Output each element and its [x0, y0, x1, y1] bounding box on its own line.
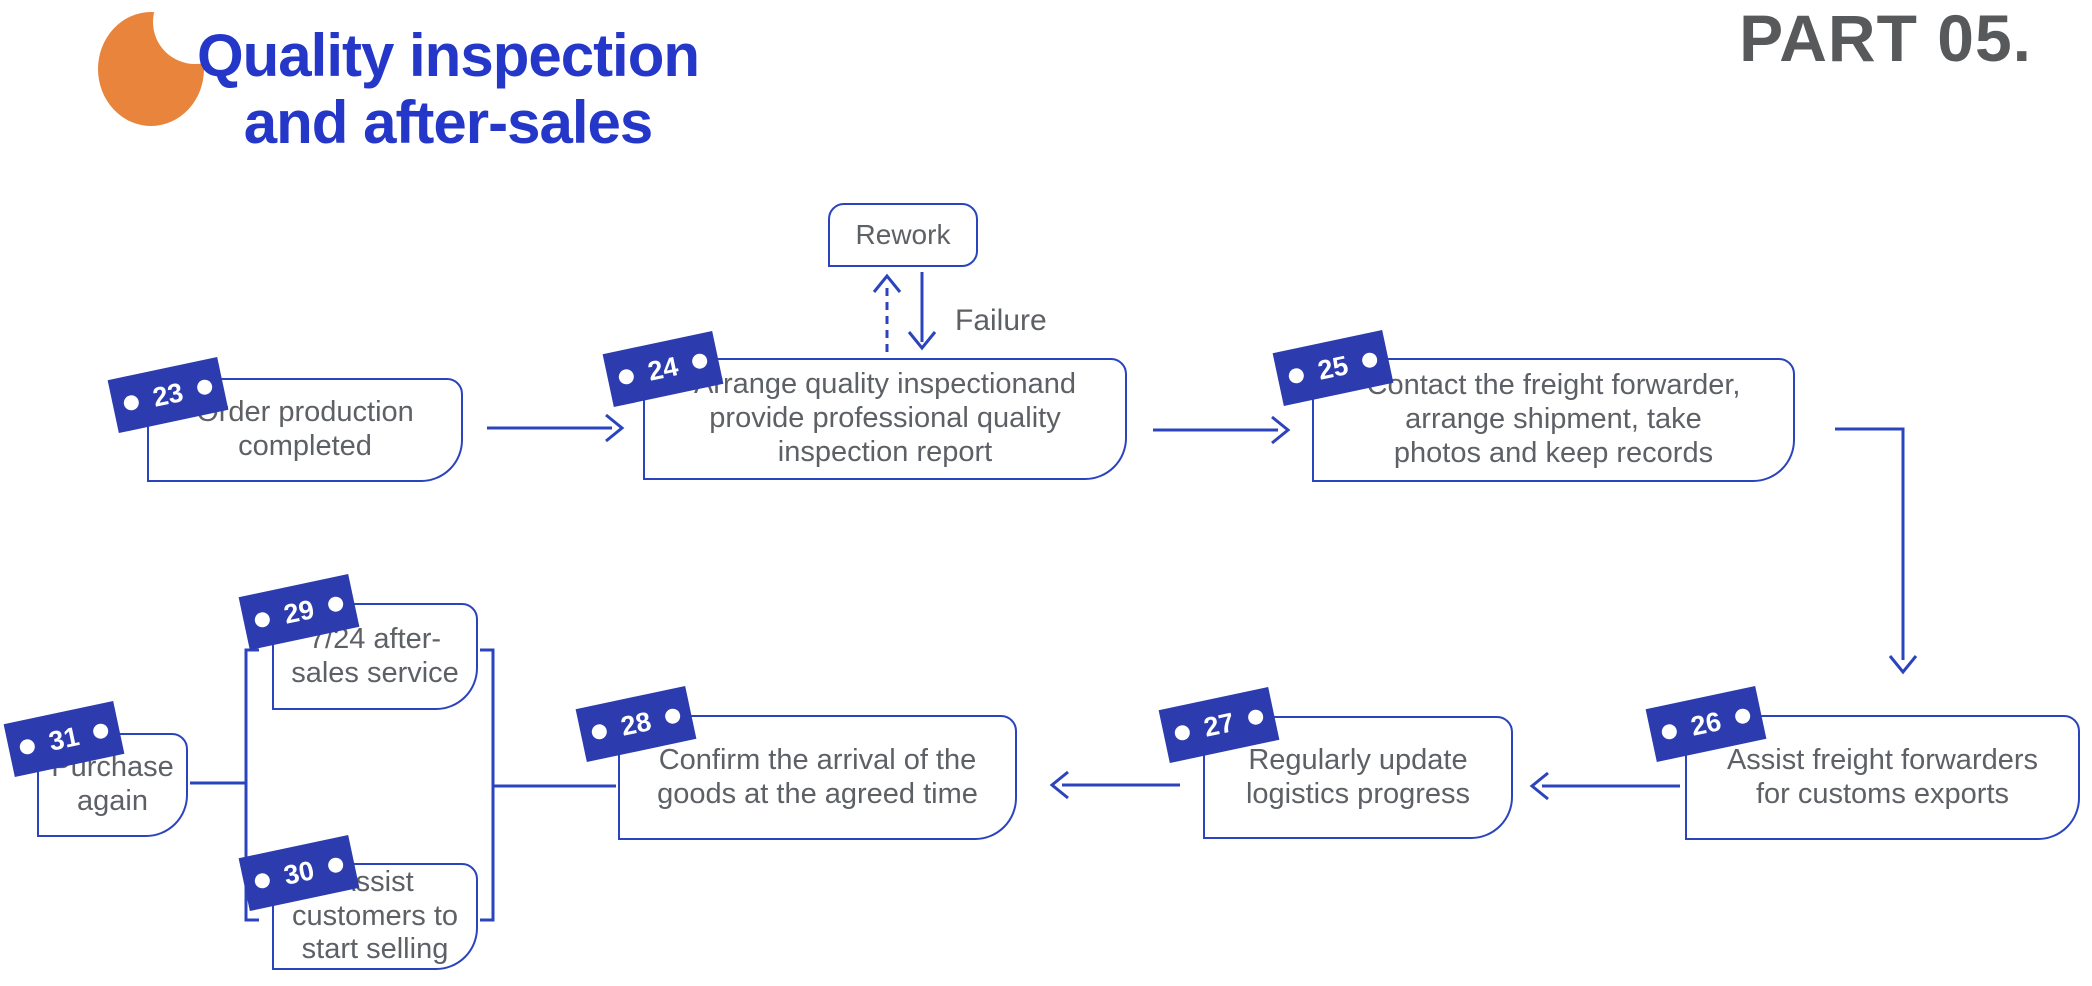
step-box-23: Order production completed: [147, 378, 463, 482]
arrowhead-26-to-27: [1529, 771, 1549, 801]
arrowhead-23-to-24: [605, 413, 625, 443]
step-box-27: Regularly update logistics progress: [1203, 716, 1513, 839]
arrowhead-24-to-25: [1271, 415, 1291, 445]
step-box-28: Confirm the arrival of the goods at the …: [618, 715, 1017, 840]
failure-label: Failure: [955, 304, 1047, 337]
rework-box: Rework: [828, 203, 978, 267]
bracket-left: [244, 648, 259, 922]
step-box-24: Arrange quality inspectionand provide pr…: [643, 358, 1127, 480]
step-box-29: 7/24 after- sales service: [272, 603, 478, 710]
arrowhead-27-to-28: [1049, 770, 1069, 800]
arrow-25-to-26: [1835, 427, 1905, 660]
slide-title: Quality inspection and after-sales: [196, 22, 700, 157]
step-box-31: Purchase again: [37, 733, 188, 837]
arrowhead-rework-down: [907, 331, 937, 351]
arrowhead-25-to-26: [1888, 655, 1918, 675]
arrowhead-rework-up: [872, 273, 902, 293]
part-number-label: PART 05.: [1739, 1, 2032, 75]
bracket-right: [480, 648, 495, 922]
